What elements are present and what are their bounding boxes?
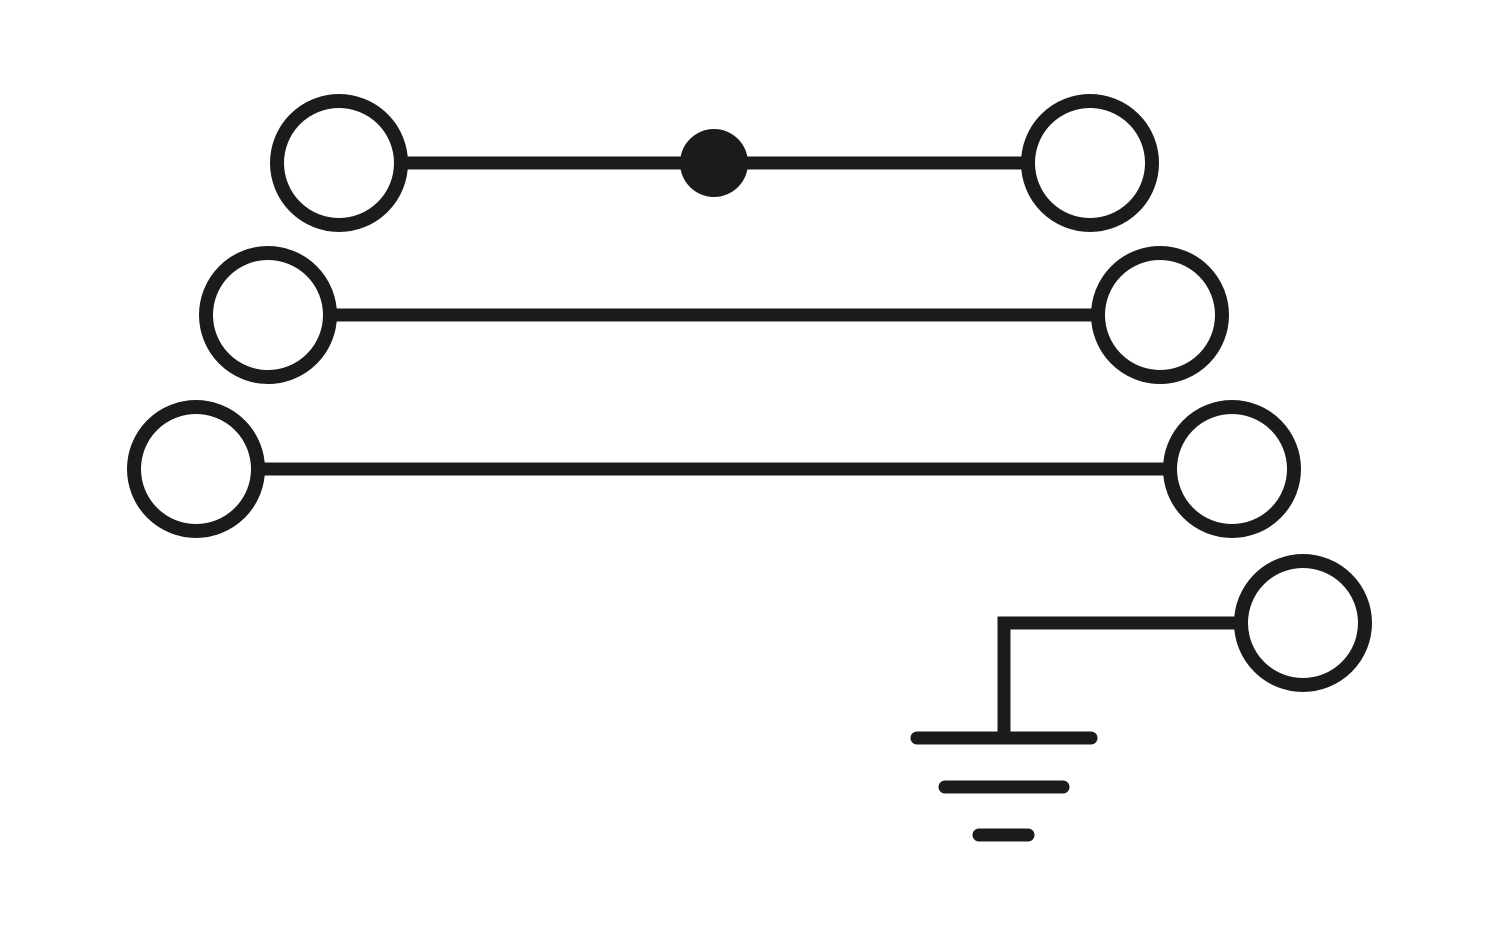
level-1-left-terminal	[270, 94, 408, 232]
ground-connection	[910, 554, 1372, 842]
level-1-connection	[270, 94, 1159, 232]
level-2-right-terminal	[1091, 246, 1229, 384]
level-3-right-terminal	[1163, 400, 1301, 538]
level-3-left-terminal	[127, 400, 265, 538]
ground-wire	[997, 616, 1242, 737]
level-2-left-terminal	[199, 246, 337, 384]
ground-terminal	[1234, 554, 1372, 692]
level-1-right-terminal	[1021, 94, 1159, 232]
level-2-connection	[199, 246, 1229, 384]
ground-icon	[910, 731, 1098, 842]
junction-dot	[680, 129, 748, 197]
level-3-connection	[127, 400, 1301, 538]
